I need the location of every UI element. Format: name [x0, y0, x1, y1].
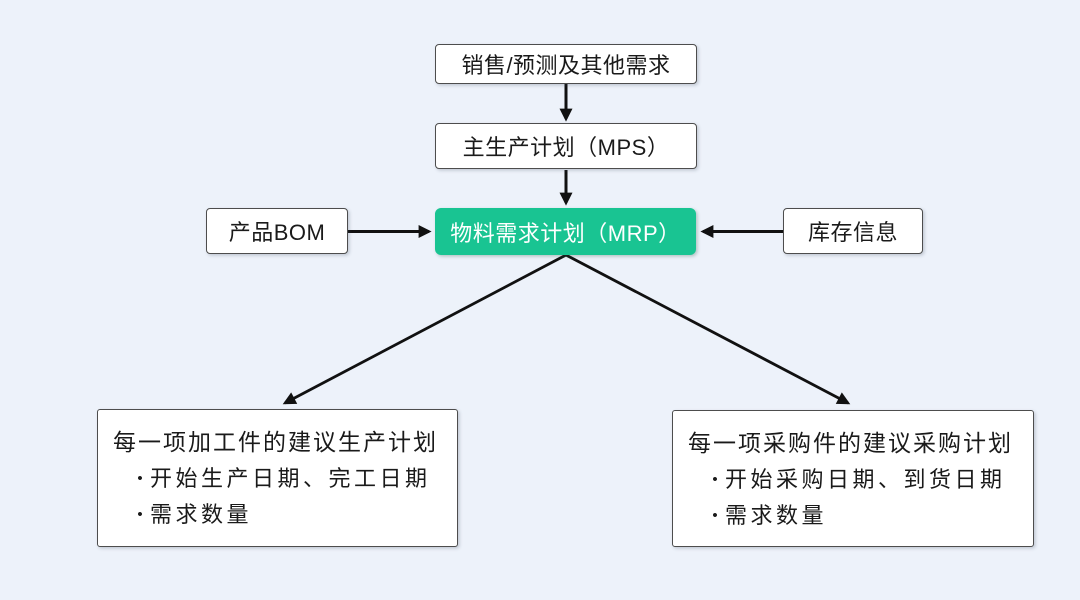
production-plan-bullet-2: • 需求数量	[113, 500, 447, 530]
bullet-icon: •	[137, 506, 143, 523]
purchase-plan-bullet-1: • 开始采购日期、到货日期	[688, 465, 1023, 495]
node-material-requirements-planning-label: 物料需求计划（MRP）	[450, 220, 681, 246]
purchase-plan-bullet-2-text: 需求数量	[725, 503, 828, 528]
node-suggested-production-plan: 每一项加工件的建议生产计划 • 开始生产日期、完工日期 • 需求数量	[97, 409, 458, 547]
production-plan-bullet-2-text: 需求数量	[150, 502, 253, 527]
node-product-bom: 产品BOM	[206, 208, 348, 254]
arrow-mrp-to-purchase-plan	[565, 253, 851, 405]
node-sales-forecast-demand: 销售/预测及其他需求	[435, 44, 697, 84]
node-sales-forecast-demand-label: 销售/预测及其他需求	[461, 53, 671, 78]
node-inventory-info-label: 库存信息	[807, 220, 898, 245]
node-product-bom-label: 产品BOM	[228, 220, 326, 245]
purchase-plan-title: 每一项采购件的建议采购计划	[688, 430, 1013, 456]
bullet-icon: •	[712, 507, 718, 524]
node-master-production-schedule-label: 主生产计划（MPS）	[462, 135, 670, 160]
arrow-mrp-to-production-plan	[282, 253, 567, 405]
production-plan-title: 每一项加工件的建议生产计划	[113, 429, 438, 455]
node-material-requirements-planning: 物料需求计划（MRP）	[435, 208, 696, 255]
node-master-production-schedule: 主生产计划（MPS）	[435, 123, 697, 169]
purchase-plan-bullet-1-text: 开始采购日期、到货日期	[725, 467, 1006, 492]
bullet-icon: •	[712, 471, 718, 488]
node-suggested-purchase-plan: 每一项采购件的建议采购计划 • 开始采购日期、到货日期 • 需求数量	[672, 410, 1034, 547]
node-inventory-info: 库存信息	[783, 208, 923, 254]
production-plan-bullet-1-text: 开始生产日期、完工日期	[150, 466, 431, 491]
bullet-icon: •	[137, 470, 143, 487]
production-plan-bullet-1: • 开始生产日期、完工日期	[113, 464, 447, 494]
purchase-plan-bullet-2: • 需求数量	[688, 501, 1023, 531]
